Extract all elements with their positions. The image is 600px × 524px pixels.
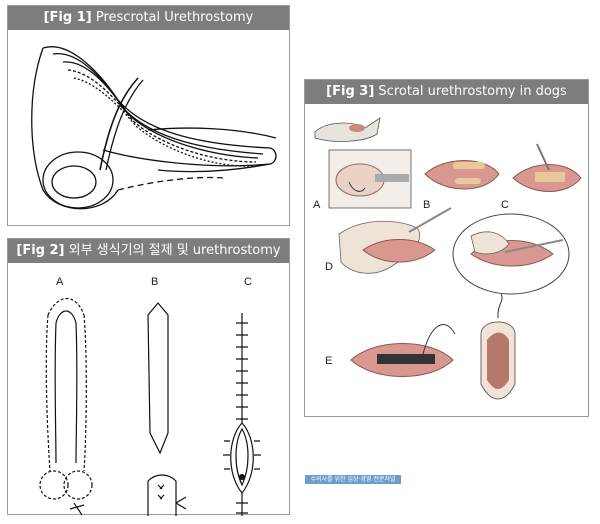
figure-3-panel: [Fig 3] Scrotal urethrostomy in dogs A B (304, 79, 589, 417)
figure-1-tag: [Fig 1] (43, 10, 92, 25)
step-d-image (338, 207, 570, 295)
scrotal-urethrostomy-illustration: A B C D (313, 117, 582, 400)
figure-2-header: [Fig 2] 외부 생식기의 절제 및 urethrostomy (8, 239, 289, 263)
step-b-image (424, 160, 500, 190)
journal-credit-badge: 수의사를 위한 임상·경영 전문저널 (305, 475, 401, 484)
step-a-image (328, 149, 412, 209)
figure-2-title: 외부 생식기의 절제 및 urethrostomy (68, 243, 281, 258)
fig3-label-b: B (423, 199, 430, 211)
amputation-urethrostomy-illustration: A B C (39, 276, 261, 516)
fig2-label-c: C (244, 276, 252, 288)
fig3-label-d: D (325, 261, 333, 273)
figure-2-tag: [Fig 2] (16, 243, 65, 258)
prescrotal-urethrostomy-illustration (31, 46, 277, 210)
fig3-label-c: C (501, 199, 509, 211)
figure-3-header: [Fig 3] Scrotal urethrostomy in dogs (305, 80, 588, 104)
figure-2-panel: [Fig 2] 외부 생식기의 절제 및 urethrostomy A B C (7, 238, 290, 516)
fig3-label-a: A (313, 199, 321, 211)
fig3-label-e: E (325, 355, 332, 367)
figure-3-title: Scrotal urethrostomy in dogs (378, 84, 567, 99)
fig2-label-b: B (151, 276, 158, 288)
step-c-image (512, 143, 582, 192)
suture-knot (239, 474, 245, 480)
dog-outline-image (314, 117, 381, 142)
fig2-label-a: A (56, 276, 64, 288)
figure-1-header: [Fig 1] Prescrotal Urethrostomy (8, 6, 289, 30)
step-e-image (350, 293, 516, 400)
figure-1-title: Prescrotal Urethrostomy (95, 10, 254, 25)
figure-3-tag: [Fig 3] (326, 84, 375, 99)
figure-1-panel: [Fig 1] Prescrotal Urethrostomy (7, 5, 290, 226)
